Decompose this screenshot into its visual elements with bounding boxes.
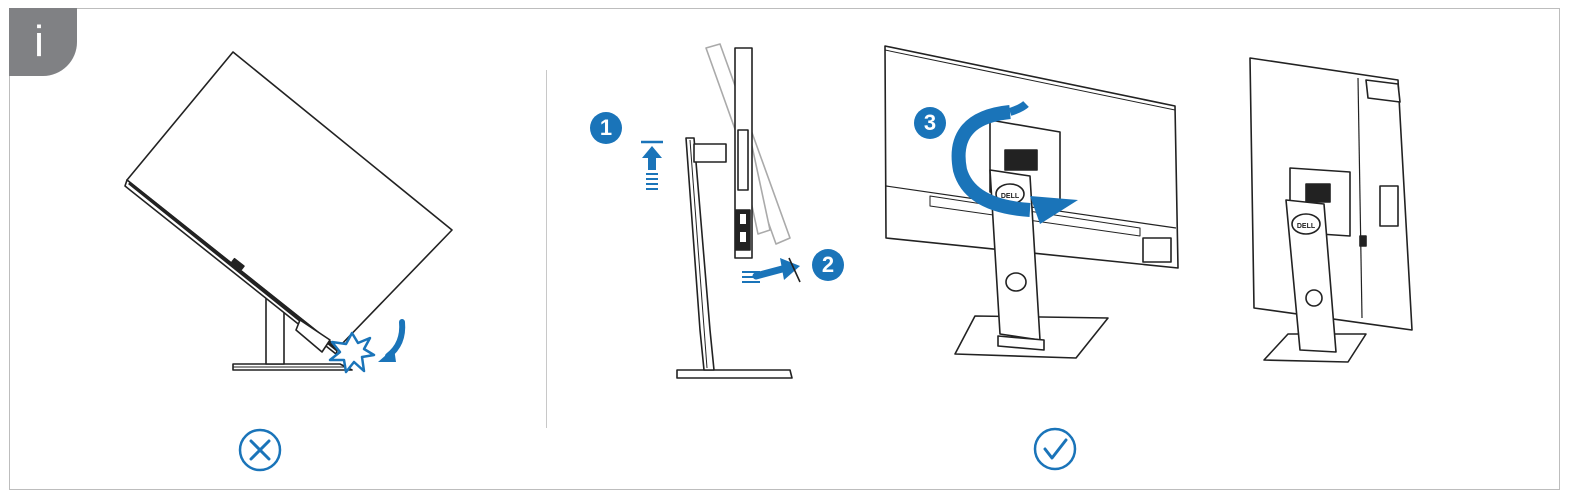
rotate-arrow-icon — [378, 319, 406, 362]
dell-logo-portrait: DELL — [1297, 223, 1316, 230]
dell-logo: DELL — [1001, 193, 1020, 200]
lift-up-arrow-icon — [641, 140, 663, 190]
rear-portrait-monitor-illustration — [1249, 57, 1413, 363]
panel-divider — [546, 70, 547, 428]
info-icon: i — [34, 17, 44, 66]
wrong-monitor-illustration — [124, 51, 453, 371]
check-circle-icon — [1033, 427, 1077, 471]
step-2-badge: 2 — [812, 249, 844, 281]
step-1-badge: 1 — [590, 112, 622, 144]
step-3-badge: 3 — [914, 107, 946, 139]
rotate-cw-arrow-icon — [951, 101, 1078, 224]
side-view-monitor-illustration — [676, 43, 793, 379]
slide-arrow-icon — [742, 257, 801, 283]
impact-burst-icon — [328, 331, 376, 374]
rear-landscape-monitor-illustration — [884, 45, 1179, 359]
cross-circle-icon — [238, 428, 282, 472]
info-badge: i — [9, 8, 77, 76]
